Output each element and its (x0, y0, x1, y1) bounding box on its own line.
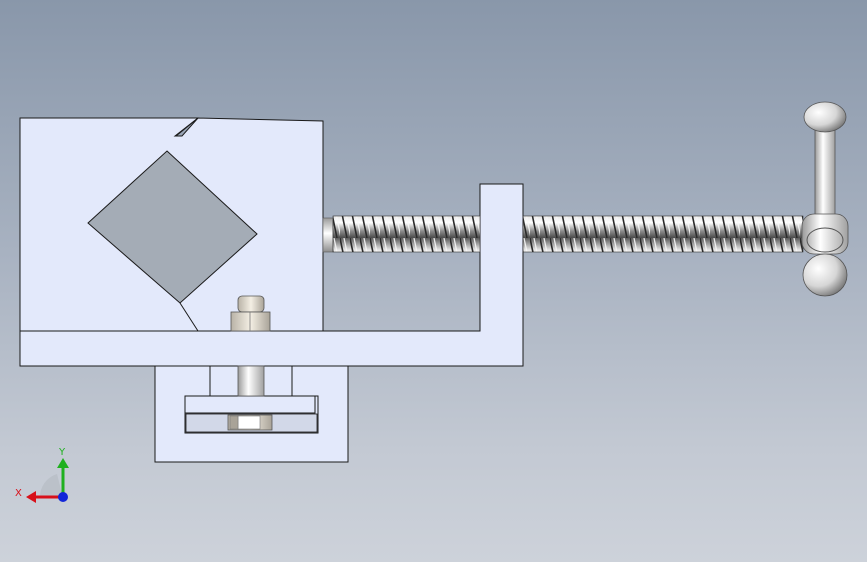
v-block-jaw[interactable] (19, 117, 324, 332)
triad-y-label: Y (58, 447, 66, 458)
top-bolt-nut[interactable] (230, 295, 271, 332)
handle-bottom-knob (802, 253, 848, 297)
lower-clamp-bracket[interactable] (154, 365, 349, 463)
triad-x-label: X (15, 488, 22, 499)
t-handle[interactable] (801, 101, 849, 297)
lead-screw[interactable] (322, 215, 804, 253)
handle-top-knob (803, 101, 847, 133)
clamp-frame[interactable] (19, 183, 524, 367)
coordinate-triad-icon: Y X (15, 447, 69, 503)
